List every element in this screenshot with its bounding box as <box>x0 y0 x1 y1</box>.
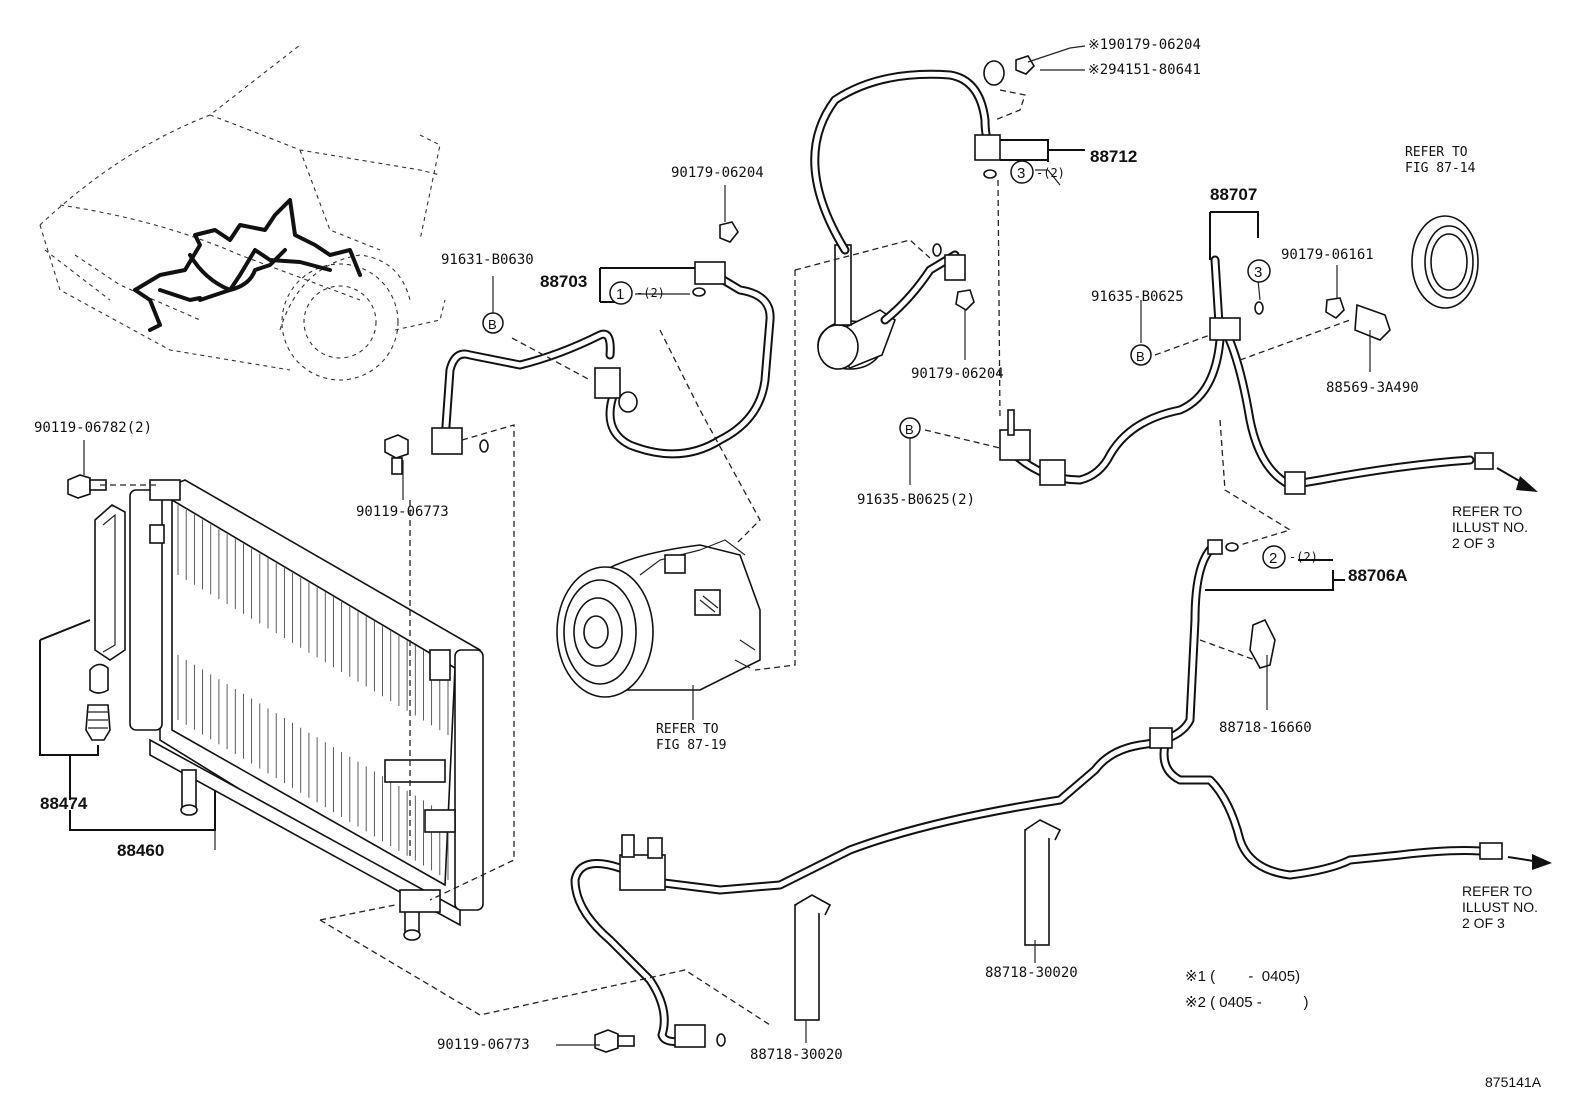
part-91635-b0625-2: 91635-B0625(2) <box>857 492 976 508</box>
part-88460: 88460 <box>117 841 165 860</box>
part-90119-06773-lower: 90119-06773 <box>437 1037 530 1053</box>
condenser-icon <box>129 479 484 941</box>
leader-lines <box>39 45 1371 1046</box>
callout-2: 2 <box>1269 550 1277 567</box>
note-2: ※2 ( 0405 - ) <box>1185 994 1309 1011</box>
part-90179-06204-lower: 90179-06204 <box>911 366 1004 382</box>
callout-1-qty: -(2) <box>636 286 665 300</box>
part-88707: 88707 <box>1210 185 1258 204</box>
callout-3-mid: 3 <box>1254 264 1262 281</box>
callout-2-qty: -(2) <box>1289 550 1318 564</box>
part-91635-b0625: 91635-B0625 <box>1091 289 1184 305</box>
part-88569-3a490: 88569-3A490 <box>1326 380 1419 396</box>
clamp-icon <box>431 60 1503 1048</box>
part-88706a: 88706A <box>1348 566 1408 585</box>
part-88474: 88474 <box>40 794 88 813</box>
note-1: ※1 ( - 0405) <box>1185 968 1301 985</box>
side-seal-part <box>85 504 126 741</box>
arrow-icon <box>1496 467 1552 870</box>
refer-illust-lower: REFER TO ILLUST NO. 2 OF 3 <box>1462 883 1538 931</box>
callout-b-3: B <box>905 422 914 437</box>
part-88718-16660: 88718-16660 <box>1219 720 1312 736</box>
part-88718-30020-right: 88718-30020 <box>985 965 1078 981</box>
callout-1: 1 <box>616 286 624 303</box>
callout-b-1: B <box>488 317 497 332</box>
bolt-icon <box>67 55 1345 1053</box>
car-outline-icon <box>39 44 446 381</box>
part-88718-30020-lower: 88718-30020 <box>750 1047 843 1063</box>
callout-3-top: 3 <box>1017 165 1025 182</box>
callout-circles: 3 3 1 2 B B B <box>482 160 1286 569</box>
guide-lines <box>100 89 1351 1026</box>
part-90119-06773-upper: 90119-06773 <box>356 504 449 520</box>
part-88712: 88712 <box>1090 147 1138 166</box>
refer-illust-upper: REFER TO ILLUST NO. 2 OF 3 <box>1452 503 1528 551</box>
callout-3-top-qty: -(2) <box>1036 166 1065 180</box>
callout-b-2: B <box>1136 349 1145 364</box>
wire-harness-icon <box>133 198 362 332</box>
refer-fig-87-19: REFER TO FIG 87-19 <box>656 722 727 753</box>
part-90179-06161: 90179-06161 <box>1281 247 1374 263</box>
part-88703: 88703 <box>540 272 588 291</box>
hose-icon <box>440 69 1495 1047</box>
part-90119-06782: 90119-06782(2) <box>34 420 153 436</box>
part-91631-b0630: 91631-B0630 <box>441 252 534 268</box>
diagram-id: 875141A <box>1485 1074 1542 1090</box>
refer-fig-87-14: REFER TO FIG 87-14 <box>1405 145 1476 176</box>
receiver-dryer-icon <box>817 244 896 370</box>
compressor-icon <box>556 539 761 698</box>
part-294151-80641: ※294151-80641 <box>1088 62 1201 78</box>
part-90179-06204-top: ※190179-06204 <box>1088 37 1201 53</box>
part-90179-06204-mid: 90179-06204 <box>671 165 764 181</box>
